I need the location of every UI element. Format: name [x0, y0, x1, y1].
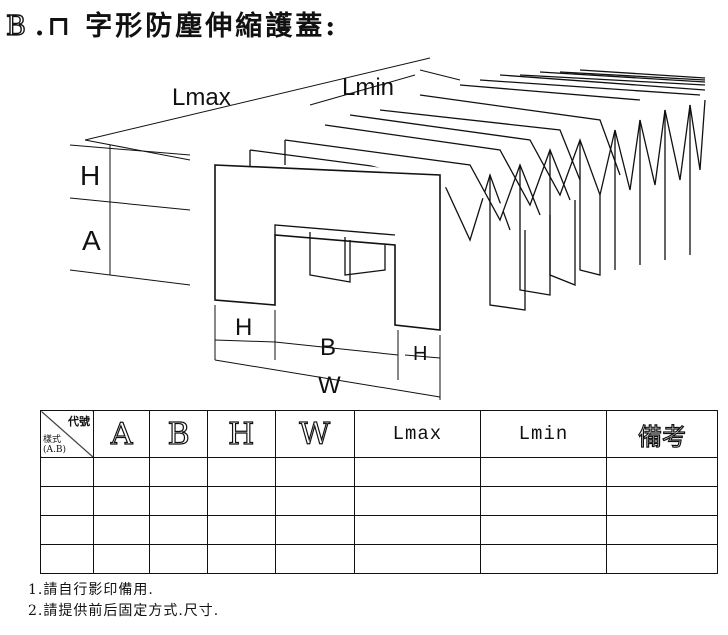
cell[interactable]: [92, 544, 151, 574]
cell[interactable]: [40, 544, 94, 574]
table-row: [40, 457, 718, 487]
corner-bottom: 樣式(A.B): [43, 435, 66, 455]
table-header: 代號樣式(A.B) A B H W Lmax Lmin 備考: [40, 410, 718, 458]
cell[interactable]: [149, 486, 208, 516]
header-remarks: 備考: [606, 410, 718, 458]
header-lmin: Lmin: [479, 410, 608, 458]
cell[interactable]: [353, 515, 481, 545]
note-1: 1.請自行影印備用.: [28, 582, 154, 598]
cell[interactable]: [206, 544, 276, 574]
cell[interactable]: [274, 515, 355, 545]
cell[interactable]: [274, 544, 355, 574]
note-2: 2.請提供前后固定方式.尺寸.: [28, 603, 220, 619]
bellows-cover-diagram: Lmax Lmin H A H B H W: [69, 57, 706, 400]
header-lmax: Lmax: [353, 410, 481, 458]
label-b-bottom: B: [320, 334, 336, 361]
table-row: [40, 515, 718, 545]
cell[interactable]: [206, 515, 276, 545]
header-b: B: [149, 410, 208, 458]
cell[interactable]: [479, 544, 608, 574]
specification-table: 代號樣式(A.B) A B H W Lmax Lmin 備考: [40, 410, 718, 574]
label-w-bottom: W: [318, 372, 341, 399]
title-letter: B: [5, 10, 29, 42]
cell[interactable]: [606, 544, 718, 574]
notes: 1.請自行影印備用. 2.請提供前后固定方式.尺寸.: [28, 580, 219, 622]
label-lmin: Lmin: [342, 74, 394, 101]
dimension-lines: [69, 57, 461, 400]
cell[interactable]: [206, 457, 276, 487]
cell[interactable]: [479, 457, 608, 487]
label-lmax: Lmax: [172, 84, 231, 111]
cell[interactable]: [40, 515, 94, 545]
cell[interactable]: [353, 544, 481, 574]
header-w: W: [274, 410, 355, 458]
table-row: [40, 486, 718, 516]
cell[interactable]: [353, 486, 481, 516]
corner-top: 代號: [68, 415, 90, 428]
title-shape: .⊓: [34, 11, 73, 42]
label-h-left: H: [80, 160, 100, 191]
header-a: A: [92, 410, 151, 458]
cell[interactable]: [274, 486, 355, 516]
cell[interactable]: [206, 486, 276, 516]
cell[interactable]: [149, 457, 208, 487]
cell[interactable]: [479, 515, 608, 545]
label-h-bottom: H: [235, 314, 252, 341]
label-h-right: H: [413, 343, 427, 365]
cell[interactable]: [606, 457, 718, 487]
cell[interactable]: [606, 486, 718, 516]
corner-cell: 代號樣式(A.B): [40, 410, 94, 458]
cell[interactable]: [606, 515, 718, 545]
cell[interactable]: [149, 515, 208, 545]
label-a-left: A: [82, 225, 101, 256]
cell[interactable]: [92, 515, 151, 545]
cell[interactable]: [353, 457, 481, 487]
header-h: H: [206, 410, 276, 458]
cell[interactable]: [40, 457, 94, 487]
cell[interactable]: [149, 544, 208, 574]
cell[interactable]: [479, 486, 608, 516]
table-row: [40, 544, 718, 574]
front-u-frame: [214, 164, 441, 331]
cell[interactable]: [92, 457, 151, 487]
corner-bottom2: (A.B): [43, 445, 66, 455]
corner-bottom1: 樣式: [43, 435, 62, 445]
cell[interactable]: [40, 486, 94, 516]
page-title: B.⊓ 字形防塵伸縮護蓋:: [5, 4, 339, 43]
cell[interactable]: [274, 457, 355, 487]
title-text: 字形防塵伸縮護蓋:: [85, 11, 339, 42]
bellows-folds: [249, 69, 706, 311]
cell[interactable]: [92, 486, 151, 516]
